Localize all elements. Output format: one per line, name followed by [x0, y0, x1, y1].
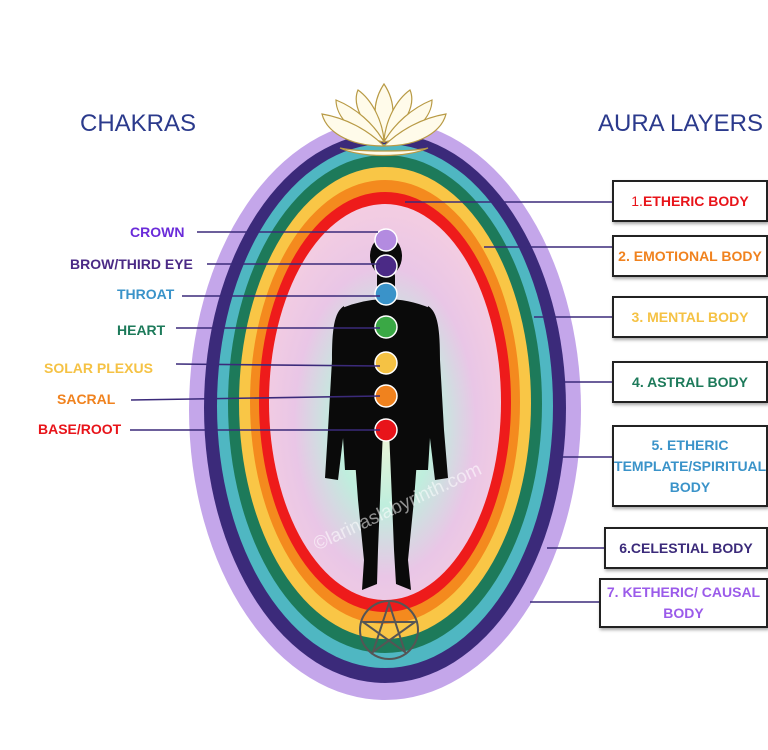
chakra-leader-lines: [130, 231, 381, 431]
chakra-label-brow-third-eye: BROW/THIRD EYE: [70, 256, 193, 272]
chakra-label-solar-plexus: SOLAR PLEXUS: [44, 360, 153, 376]
aura-leader-lines: [405, 201, 612, 603]
aura-layer-emotional-body: 2. EMOTIONAL BODY: [612, 235, 768, 277]
aura-layer-label: 2. EMOTIONAL BODY: [618, 247, 762, 264]
aura-layer-etheric-body: 1.ETHERIC BODY: [612, 180, 768, 222]
third-eye-chakra-symbol: [374, 254, 398, 278]
crown-chakra-symbol: [374, 228, 398, 252]
aura-layer-label: ETHERIC BODY: [642, 192, 749, 209]
aura-layer-etheric-template-body: 5. ETHERIC TEMPLATE/SPIRITUAL BODY: [612, 425, 768, 507]
chakra-label-sacral: SACRAL: [57, 391, 116, 407]
pentagram-icon: [359, 599, 419, 660]
aura-layer-number: 1.: [631, 192, 643, 209]
chakra-label-throat: THROAT: [117, 286, 175, 302]
throat-chakra-symbol: [374, 282, 398, 306]
chakra-label-base-root: BASE/ROOT: [38, 421, 122, 437]
aura-layer-label: 6.CELESTIAL BODY: [619, 539, 753, 556]
chakra-symbols: [374, 228, 398, 442]
aura-layer-label: 7. KETHERIC/ CAUSAL BODY: [606, 584, 761, 621]
aura-layer-label: 5. ETHERIC TEMPLATE/SPIRITUAL BODY: [614, 436, 767, 495]
chakras-heading: CHAKRAS: [80, 110, 197, 137]
aura-layer-astral-body: 4. ASTRAL BODY: [612, 361, 768, 403]
chakra-label-crown: CROWN: [130, 224, 185, 240]
aura-layers-heading: AURA LAYERS: [598, 110, 763, 137]
aura-layer-ketheric-causal-body: 7. KETHERIC/ CAUSAL BODY: [599, 578, 768, 628]
aura-layer-celestial-body: 6.CELESTIAL BODY: [604, 527, 768, 569]
aura-layer-label: 3. MENTAL BODY: [631, 308, 749, 325]
heart-chakra-symbol: [374, 315, 398, 339]
aura-layer-label: 4. ASTRAL BODY: [632, 373, 748, 390]
chakra-label-heart: HEART: [117, 322, 166, 338]
aura-layer-mental-body: 3. MENTAL BODY: [612, 296, 768, 338]
solar-plexus-chakra-symbol: [374, 351, 398, 375]
lotus-icon: [321, 82, 447, 157]
